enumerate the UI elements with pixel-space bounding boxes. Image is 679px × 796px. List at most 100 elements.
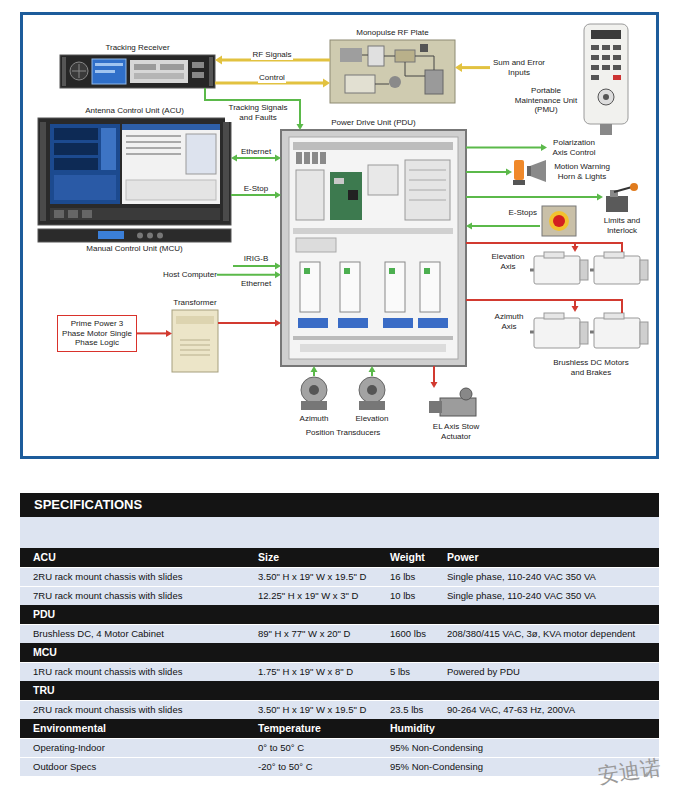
connector-line [433,366,435,382]
tracking-receiver-picture [60,55,215,88]
arrow-head [231,155,237,162]
table-heading: MCU [33,643,57,662]
arrow-head [311,366,318,372]
arrow-head [597,194,603,201]
device-node: EL Axis Stow Actuator [428,388,484,420]
node-heading: Limits and Interlock [599,216,645,235]
table-cell: Single phase, 110-240 VAC 350 VA [447,587,596,605]
device-node: Power Drive Unit (PDU) [281,130,466,366]
connector [137,330,172,337]
connector-line [466,147,541,149]
device-node: Azimuth Axis [530,312,652,352]
stow-actuator-picture [429,388,476,416]
connector-line [205,88,300,124]
arrow-head [572,306,579,312]
table-cell: Brushless DC, 4 Motor Cabinet [33,625,164,643]
table-cell: 90-264 VAC, 47-63 Hz, 200VA [447,701,575,719]
table-cell: Operating-Indoor [33,739,105,757]
text-box: Sum and Error Inputs [490,58,548,77]
arrow-head [215,56,222,65]
table-cell: 95% Non-Condensing [390,758,483,776]
connector-label: RF Signals [251,50,292,60]
connector [466,300,579,312]
text-box: Prime Power 3 Phase Motor Single Phase L… [57,315,137,352]
arrow-head [431,382,438,388]
table-cell: 1.75" H x 19" W x 8" D [258,663,353,681]
node-heading: Azimuth Axis [491,312,527,331]
arrow-head [369,366,376,372]
table-cell: Single phase, 110-240 VAC 350 VA [447,568,596,586]
arrow-head [275,320,281,327]
connector [217,271,281,278]
device-node: Azimuth [296,376,332,412]
device-node: Limits and Interlock [603,184,641,214]
connector-line [217,274,275,276]
connector [466,144,547,151]
table-cell: 2RU rack mount chassis with slides [33,701,182,719]
part-label: Brushless DC Motors and Brakes [551,358,631,377]
table-heading: Weight [390,548,425,567]
connector-line [231,194,275,196]
table-cell: 3.50" H x 19" W x 19.5" D [258,568,366,586]
table-heading: PDU [33,605,55,624]
device-node: Portable Maintenance Unit (PMU) [582,24,630,136]
table-cell: 1RU rack mount chassis with slides [33,663,182,681]
device-node: E-Stops [540,202,578,238]
warning-lights-picture [513,160,546,185]
arrow-head [275,155,281,162]
connector-line [371,372,373,376]
table-heading: Temperature [258,719,321,738]
connector-line [466,243,575,246]
table-heading: TRU [33,681,55,700]
table-cell: 10 lbs [390,587,415,605]
arrow-head [166,330,172,337]
device-node: Elevation [354,376,390,412]
connector [466,194,603,201]
table-ground [20,493,659,776]
connector-line [466,300,575,306]
table-cell: 3.50" H x 19" W x 19.5" D [258,701,366,719]
table-cell: -20° to 50° C [258,758,313,776]
table-cell: 5 lbs [390,663,410,681]
connector-label: Ethernet [240,279,272,289]
table-cell: Outdoor Specs [33,758,96,776]
connector-line [313,372,315,376]
rf-plate-picture [330,40,455,103]
connector-line [218,322,275,324]
table-cell: 12.25" H x 19" W x 3" D [258,587,358,605]
node-heading: Portable Maintenance Unit (PMU) [513,86,579,115]
mcu-picture [38,229,231,242]
node-heading: Motion Warning Horn & Lights [551,162,613,181]
table-cell: 16 lbs [390,568,415,586]
node-heading: EL Axis Stow Actuator [427,422,485,441]
device-node: Transformer [172,310,218,372]
device-node: Antenna Control Unit (ACU) [38,118,231,225]
transformer-picture [172,310,218,372]
connector-label: Ethernet [240,147,272,157]
table-cell: 23.5 lbs [390,701,423,719]
table-heading: Environmental [33,719,106,738]
table-cell: 0° to 50° C [258,739,304,757]
node-heading: Power Drive Unit (PDU) [331,118,415,128]
table-cell: Powered by PDU [447,663,520,681]
arrow-head [297,124,304,130]
arrow-head [323,79,330,88]
table-heading: Size [258,548,279,567]
arrow-head [541,144,547,151]
motor-wire [575,300,622,313]
connector [466,223,540,230]
irig-b-wire [233,265,275,267]
connector-line [462,66,490,69]
pmu-picture [584,24,628,135]
node-heading: Monopulse RF Plate [356,28,428,38]
connector [369,366,376,376]
part-label: Position Transducers [306,428,381,438]
connector [431,366,438,388]
arrow-head [572,246,579,252]
box-label: Host Computer [163,270,217,280]
arrow-head [275,263,281,270]
acu-picture [38,118,231,225]
table-heading: Power [447,548,479,567]
node-heading: Tracking Receiver [105,43,169,53]
connector-line [466,171,506,173]
